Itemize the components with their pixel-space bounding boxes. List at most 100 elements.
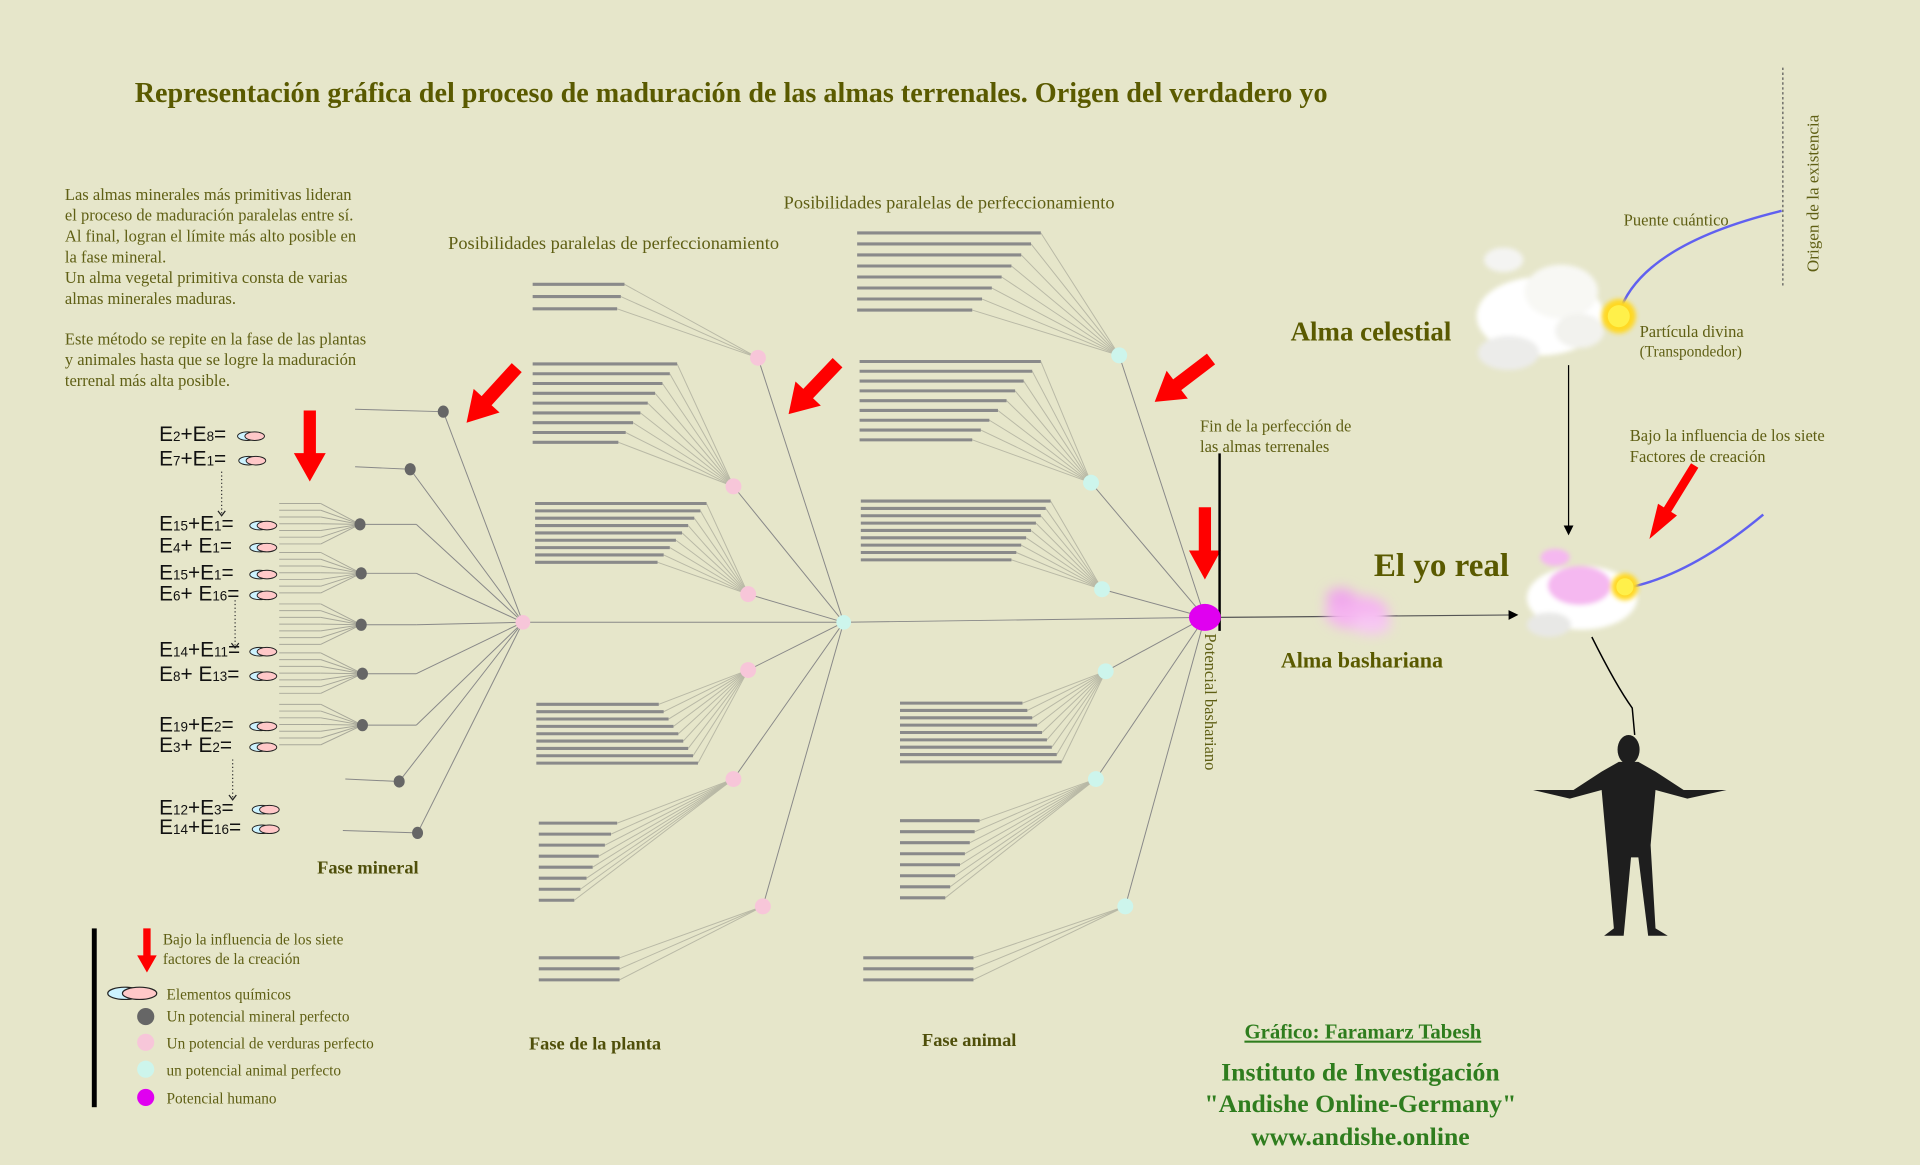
- animal-center-node: [836, 614, 852, 630]
- element-line: [320, 724, 363, 746]
- mineral-potential-node: [393, 775, 405, 788]
- fan-line: [1056, 671, 1107, 755]
- element-oval-icon: [256, 569, 278, 580]
- intro-line: y animales hasta que se logre la madurac…: [65, 350, 357, 369]
- animal-potential-node: [1094, 581, 1110, 598]
- legend-mineral-dot: [137, 1008, 155, 1026]
- animal-link: [1090, 482, 1206, 618]
- element-oval-icon: [244, 431, 265, 441]
- fan-line: [1045, 508, 1103, 590]
- element-formula: E14+E11=: [159, 639, 240, 662]
- element-line: [320, 624, 362, 632]
- intro-line: el proceso de maduración paralelas entre…: [65, 206, 353, 225]
- human-potential-node: [1188, 603, 1221, 631]
- divine-particle-label: (Transpondedor): [1640, 344, 1742, 361]
- element-oval-icon: [256, 646, 278, 657]
- element-line: [320, 610, 362, 626]
- fan-line: [1025, 537, 1103, 590]
- red-arrow-icon: [293, 410, 326, 482]
- dotted-arrow-head: [228, 794, 237, 801]
- animal-link: [1101, 588, 1206, 618]
- fan-line: [1020, 254, 1120, 356]
- mineral-input-line: [355, 466, 411, 470]
- fan-line: [604, 778, 734, 846]
- plant-link: [757, 357, 845, 623]
- fan-line: [1061, 671, 1107, 763]
- fan-line: [673, 669, 749, 727]
- fan-line: [1040, 361, 1092, 483]
- fan-line: [592, 778, 734, 868]
- fan-line: [625, 432, 734, 487]
- element-line: [320, 616, 362, 626]
- mineral-potential-node: [355, 618, 367, 631]
- plant-link: [747, 621, 844, 671]
- legend-label: Un potencial mineral perfecto: [167, 1008, 350, 1025]
- intro-line: Las almas minerales más primitivas lider…: [65, 185, 352, 204]
- credit-url[interactable]: www.andishe.online: [1251, 1122, 1470, 1151]
- intro-line: Al final, logran el límite más alto posi…: [65, 226, 357, 245]
- yo-real-bridge-curve: [1625, 513, 1765, 590]
- element-formula: E2+E8=: [159, 423, 226, 446]
- element-line: [320, 552, 362, 574]
- legend-human-dot: [137, 1088, 155, 1106]
- plant-link: [748, 593, 844, 623]
- fan-line: [1022, 670, 1106, 704]
- fan-line: [979, 778, 1097, 822]
- fan-line: [681, 532, 749, 595]
- element-oval-icon: [245, 455, 267, 466]
- element-line: [320, 572, 362, 574]
- fan-line: [619, 905, 764, 970]
- fan-line: [954, 778, 1097, 877]
- maturation-tree: [279, 231, 1206, 982]
- fan-line: [1040, 232, 1120, 356]
- element-line: [320, 509, 361, 525]
- fan-line: [1051, 670, 1107, 748]
- intro-line: Un alma vegetal primitiva consta de vari…: [65, 268, 348, 287]
- fan-line: [1027, 670, 1106, 711]
- element-line: [320, 665, 363, 675]
- mineral-link: [417, 622, 524, 834]
- element-formula: E7+E1=: [159, 448, 226, 471]
- fan-line: [989, 419, 1092, 484]
- fan-line: [973, 905, 1126, 970]
- animal-potential-node: [1083, 474, 1099, 491]
- fan-line: [974, 778, 1097, 833]
- animal-potential-node: [1111, 347, 1128, 364]
- influence-right-label: Bajo la influencia de los siete: [1630, 426, 1825, 445]
- mineral-link: [415, 621, 524, 726]
- celestial-cloud: [1476, 247, 1605, 371]
- fan-line: [1006, 400, 1092, 484]
- fan-line: [693, 517, 749, 595]
- legend-influence-label: factores de la creación: [163, 951, 301, 968]
- mineral-link: [398, 621, 524, 782]
- fan-line: [1001, 276, 1120, 356]
- credit-institute: Instituto de Investigación: [1221, 1057, 1499, 1086]
- fan-line: [687, 669, 749, 749]
- mineral-input-line: [345, 778, 400, 782]
- phase-link: [843, 616, 1205, 623]
- red-arrow-icon: [1188, 507, 1221, 580]
- fan-line: [1050, 500, 1103, 590]
- legend-animal-dot: [137, 1060, 155, 1078]
- fan-line: [658, 669, 749, 705]
- element-formula: E15+E1=: [159, 561, 234, 584]
- legend-element-icon: [121, 986, 158, 1001]
- fan-line: [973, 905, 1126, 981]
- animal-potential-node: [1087, 771, 1104, 787]
- phase-mineral-label: Fase mineral: [317, 857, 418, 877]
- element-line: [320, 523, 361, 538]
- chemical-elements-list: E2+E8=E7+E1=E15+E1=E4+ E1=E15+E1=E6+ E16…: [159, 423, 280, 839]
- legend-plant-dot: [137, 1033, 155, 1051]
- element-line: [320, 672, 363, 675]
- fan-line: [1020, 544, 1103, 590]
- element-line: [320, 673, 363, 694]
- fan-line: [619, 905, 764, 959]
- phase-animal-label: Fase animal: [922, 1030, 1016, 1050]
- mineral-link: [416, 621, 523, 626]
- fan-line: [678, 669, 749, 735]
- element-line: [320, 572, 362, 594]
- plant-potential-node: [725, 771, 742, 787]
- fan-line: [624, 283, 759, 359]
- fan-line: [991, 287, 1120, 356]
- plant-link: [733, 486, 845, 623]
